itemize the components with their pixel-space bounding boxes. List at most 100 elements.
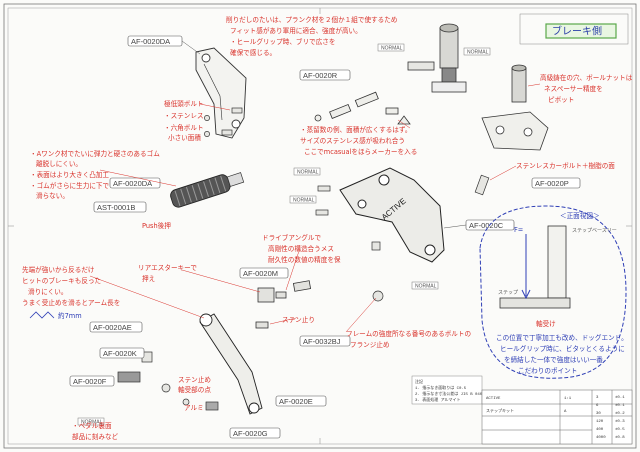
label-pedal-upper: AF-0020M — [243, 269, 278, 278]
note-pedal-2: ヒットのブレーキも反った — [22, 276, 101, 285]
note-bottom-1: ステン止め — [178, 375, 211, 384]
note-heel-4: 確保で感じる。 — [230, 48, 276, 57]
tol-cell-4: 120 — [596, 420, 604, 424]
label-pedal-tip: AF-0020G — [233, 429, 268, 438]
note-bolt-2: ・ステンレス — [164, 112, 204, 120]
notes-line-2: 1. 指示なき面取りは C0.5 — [415, 384, 467, 391]
notes-line-1: 注記 — [415, 378, 423, 385]
tag-normal-5 — [411, 281, 439, 290]
tol-cell-12: ±0.8 — [615, 436, 625, 440]
title-block — [481, 389, 633, 445]
label-box-arm-f — [69, 375, 115, 387]
detail-title: ＜正面視図＞ — [560, 211, 600, 220]
note-right-2: ネスペーサー精度を — [544, 84, 603, 93]
note-box-3: を締結した一体で強度はいい一番 — [504, 355, 603, 364]
note-stem-1: ステン止り — [282, 315, 315, 324]
heel-plate — [195, 47, 247, 139]
note-frame-2: フランジ止め — [350, 340, 390, 349]
note-mid-1: リアエスターキーで — [138, 263, 197, 272]
note-frame-1: フレームの強度所なる番号のあるボルトの — [346, 329, 471, 338]
label-master-bracket: AF-0020P — [535, 179, 569, 188]
note-dry-1: ドライブアングルで — [262, 233, 321, 242]
label-box-pedal-lower — [275, 395, 327, 407]
label-normal-4: NORMAL — [293, 198, 315, 204]
note-bottom-2: 軸受部の点 — [178, 385, 211, 394]
tag-normal-3 — [293, 167, 321, 176]
title-company: ACTIVE — [486, 397, 501, 401]
note-box-4: こだわりのポイント — [518, 367, 577, 375]
note-peg-4: ・ゴムがさらに生力に下で — [30, 181, 110, 190]
title-stamp-box — [545, 23, 617, 39]
label-box-clevis — [299, 335, 351, 347]
note-bottom-4: ・ペダル裏面 — [72, 421, 112, 430]
small-spring — [474, 174, 490, 196]
tag-normal-2 — [463, 47, 491, 56]
label-heel-plate: AF-0020DA — [131, 37, 170, 46]
detail-section — [499, 225, 571, 309]
label-normal-6: NORMAL — [81, 420, 103, 426]
detail-label-b: ステップ — [498, 290, 518, 296]
heel-bolts — [204, 107, 243, 137]
note-bottom-5: 部品に刻みなど — [72, 432, 119, 441]
tag-normal-6 — [77, 417, 105, 426]
tol-cell-3: 30 — [596, 412, 601, 416]
label-box-pedal-tip — [229, 427, 281, 439]
stamp-frame — [519, 13, 629, 45]
note-right-1: 高級鋳在の穴、ボールナットは — [540, 73, 633, 82]
label-arm-k: AF-0020K — [103, 349, 137, 358]
note-center-3: ここでmcasualをほらメーカーを入る — [304, 148, 417, 156]
note-peg-6: Push後押 — [142, 221, 171, 230]
label-pedal-lower: AF-0020E — [279, 397, 313, 406]
note-heel-3: ・ヒールグリップ時、ブリで広さを — [230, 37, 336, 46]
note-peg-2: 離脱しにくい。 — [36, 159, 82, 168]
note-bolt-1: 極低頭ボルト — [164, 99, 204, 108]
note-pedal-4: うまく受止めを滑るとアーム長を — [22, 298, 120, 307]
note-dry-2: 高剛性の構造合うメス — [268, 244, 334, 253]
label-rubber-ref: AST-0001B — [97, 203, 135, 212]
main-plate: ACTIVE — [339, 167, 445, 263]
note-dry-3: 耐久性の数値の精度を保 — [268, 255, 341, 264]
notes-block: 注記 1. 指示なき面取りは C0.5 2. 指示なき寸法公差は JIS B 0… — [411, 375, 495, 405]
note-center-2: サイズのステンレス感が吸われ合う — [300, 136, 405, 145]
label-main-plate: AF-0020C — [469, 221, 504, 230]
label-box-joint — [299, 69, 351, 81]
notes-line-3: 2. 指示なき寸法公差は JIS B 0405 中級 — [415, 390, 495, 397]
label-box-arm-ae — [89, 321, 143, 333]
notes-line-4: 3. 表面処理 アルマイト — [415, 396, 461, 403]
label-box-pedal-upper — [239, 267, 289, 279]
detail-outline — [479, 205, 627, 379]
note-box-2: ヒールグリップ時に、ビタッとくるように — [500, 344, 625, 353]
note-center-1: ・蒸留数の例、面積が広くするはず。 — [300, 125, 411, 134]
tag-normal-1 — [377, 43, 405, 52]
footpeg-rubber — [170, 172, 245, 208]
label-box-peg — [109, 177, 161, 189]
dimension-squiggle — [29, 311, 55, 319]
label-normal-5: NORMAL — [415, 284, 437, 290]
note-right-4: ステンレスカーボルト＋樹脂の面 — [516, 161, 615, 170]
label-footpeg: AF-0020DA — [113, 179, 152, 188]
master-cylinder — [407, 23, 467, 93]
detail-label-a: ステップベースリー — [572, 228, 617, 234]
label-clevis: AF-0032BJ — [303, 337, 341, 346]
note-pedal-5: 約7mm — [58, 311, 82, 320]
note-heel-1: 削りだしのたいは、プランク材を２個か１組で使するため — [226, 15, 397, 24]
tol-cell-11: ±0.5 — [615, 428, 625, 432]
tol-cell-10: ±0.3 — [615, 420, 625, 424]
plate-bolts — [315, 185, 384, 302]
note-bolt-4: 小さい面積 — [168, 133, 201, 142]
title-stamp: ブレーキ側 — [552, 25, 602, 38]
tol-cell-2: 6 — [596, 404, 599, 408]
joint-parts — [314, 91, 411, 125]
note-bottom-3: アルミ — [184, 404, 204, 412]
note-mid-2: 押え — [142, 274, 155, 283]
pedal-bushings — [255, 280, 312, 329]
title-drawing-name: ステップキット — [486, 407, 514, 414]
label-normal-2: NORMAL — [467, 50, 489, 56]
label-box-arm-k — [99, 347, 145, 359]
note-heel-2: フィット感があり軍用に適合、強度が高い。 — [230, 26, 362, 35]
note-pedal-3: 滑りにくい。 — [28, 287, 67, 296]
note-box-1: この位置で丁寧加工も改め、ドッグエンド。 — [496, 333, 628, 342]
tol-cell-5: 400 — [596, 428, 604, 432]
note-peg-1: ・Aワンク材でたいに弾力と硬さのあるゴム — [30, 149, 160, 158]
